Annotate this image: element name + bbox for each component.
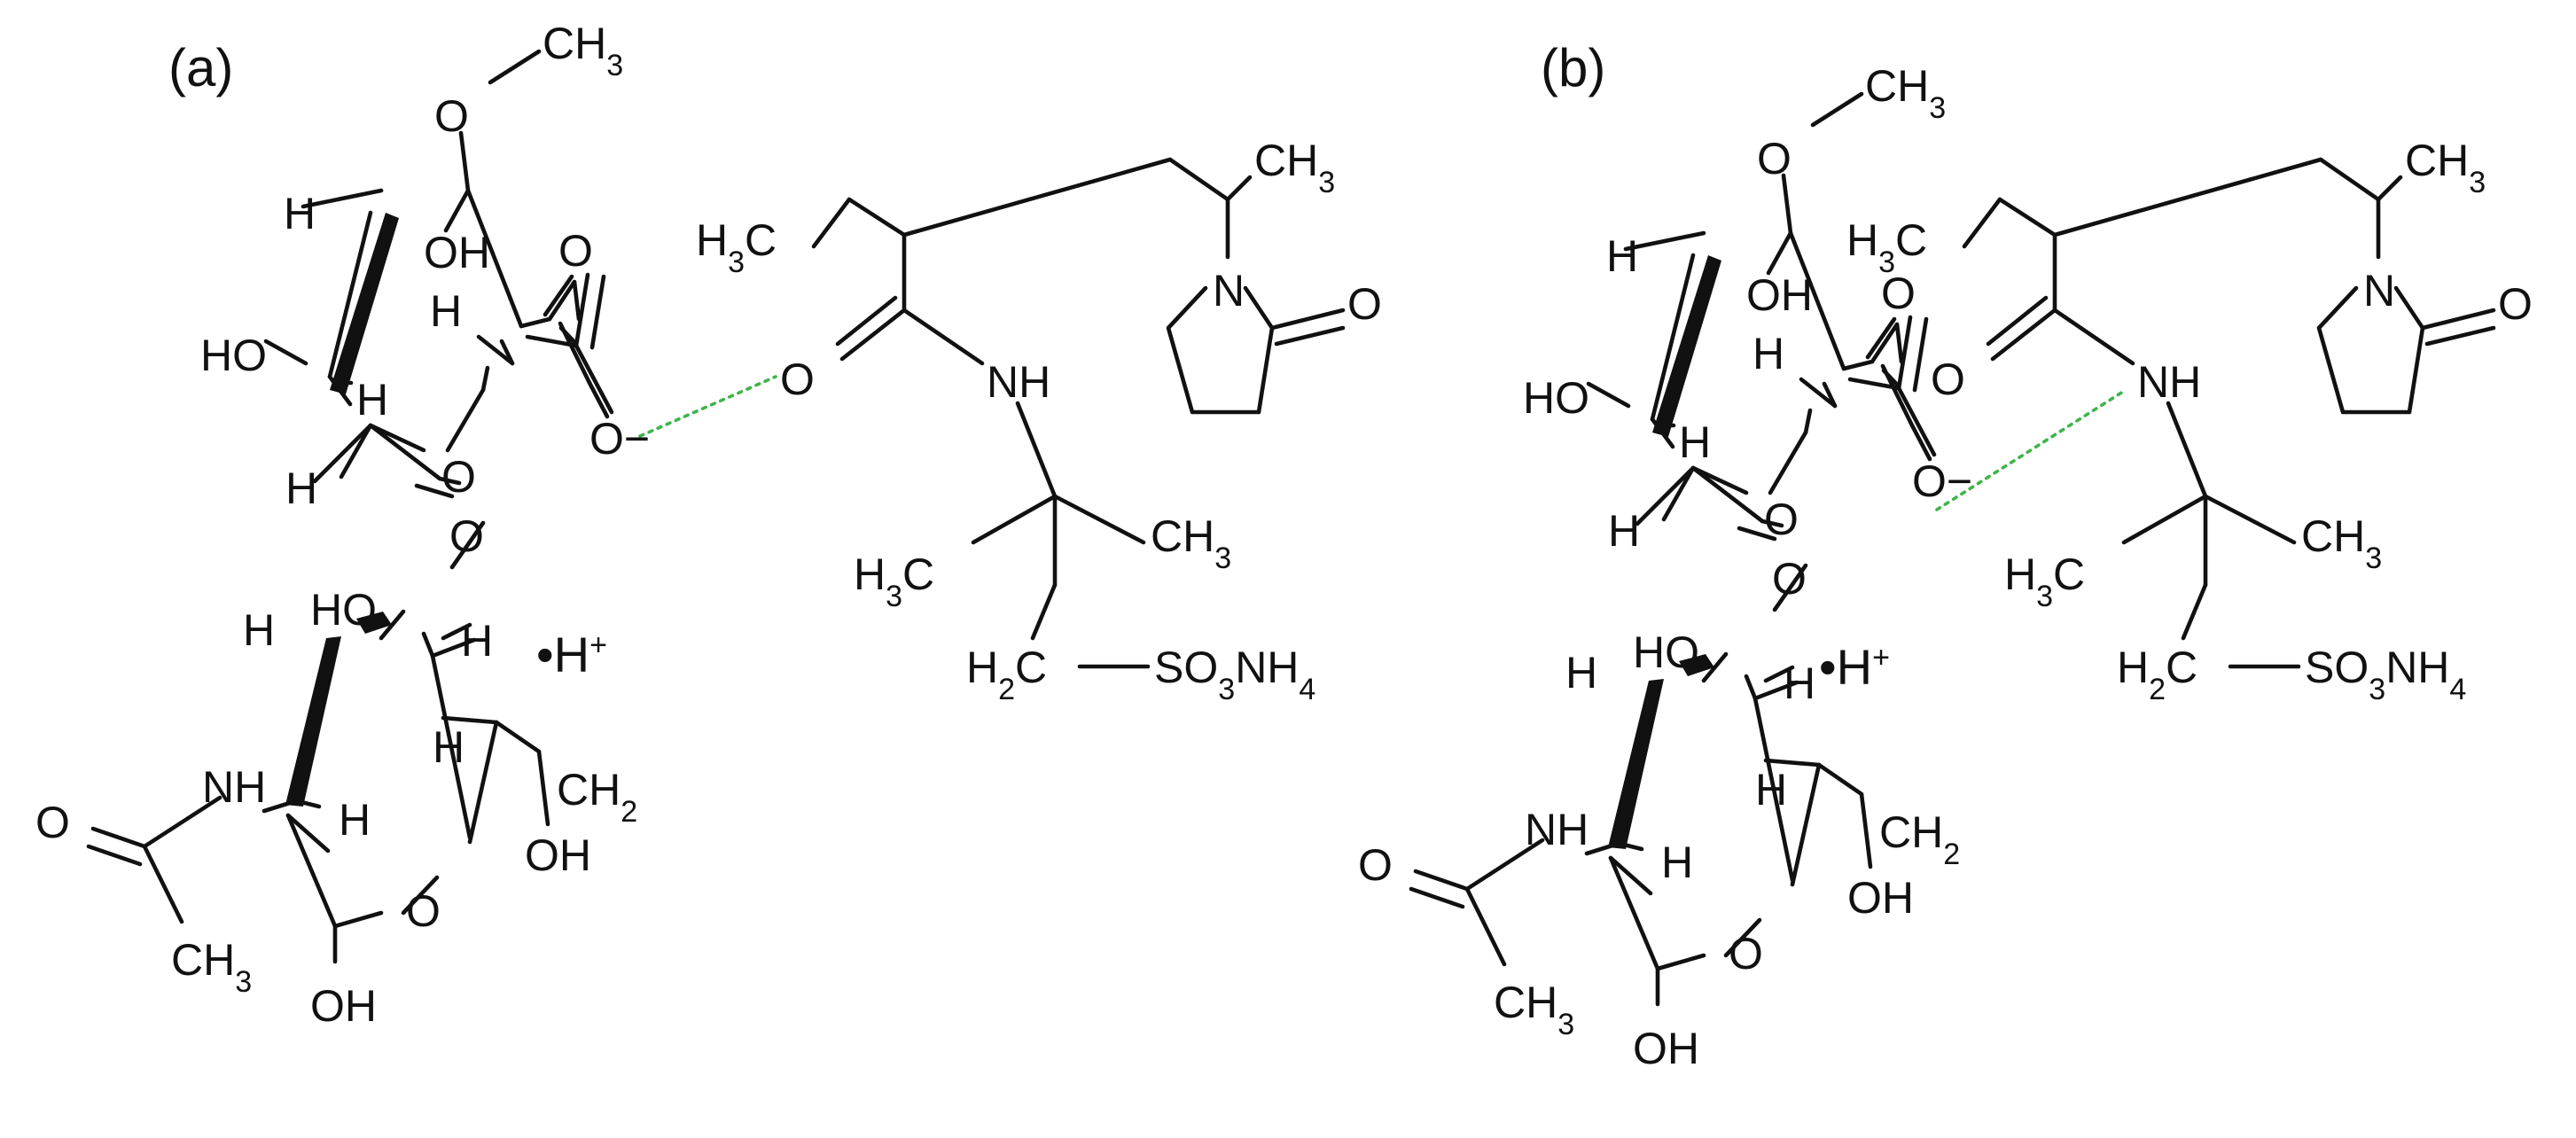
atom-o-minus: O− (589, 414, 650, 464)
wedge-bonds (285, 213, 399, 807)
atom-o-ome: O (434, 91, 469, 141)
atom-h-anomeric: H (1608, 506, 1640, 556)
atom-n-pyrr: N (1213, 266, 1245, 316)
atom-h-c2: H (430, 286, 462, 336)
atom-o-glycosidic: O (1772, 554, 1807, 604)
atom-o-ring1: O (441, 452, 476, 502)
atom-so3nh4: SO3NH4 (2305, 643, 2466, 706)
atom-ch3-pendant: CH3 (1254, 136, 1335, 199)
atom-h-left-lower: H (1565, 648, 1597, 698)
atom-h-cch2: H (433, 722, 464, 772)
atom-nh-amide: NH (1525, 805, 1589, 854)
panel-label: (b) (1541, 38, 1605, 97)
atom-h-c3: H (1679, 417, 1711, 467)
sugar-group-b: CH3 O OH H O H HO H O O− H O HO H H H CH… (1358, 61, 1972, 1073)
atom-h-right-lower: H (1784, 659, 1815, 708)
atom-h-c2: H (1752, 329, 1784, 378)
atom-oh-bottom: OH (1633, 1024, 1699, 1073)
panel-b: (b) (1358, 38, 2533, 1073)
atom-labels: H3C CH3 N O O NH H3C CH3 H2C SO3NH4 (1846, 136, 2533, 706)
atom-o-carbonyl-acid: O (1881, 269, 1916, 318)
atom-oh-ch2: OH (525, 830, 591, 880)
atom-h-top: H (1606, 231, 1638, 281)
atom-h2c-amps: H2C (2117, 643, 2197, 706)
hydrogen-bond (638, 375, 777, 438)
polymer-group-b: H3C CH3 N O O NH H3C CH3 H2C SO3NH4 (1846, 136, 2533, 706)
atom-o-acetyl: O (35, 798, 70, 847)
atom-ch3-ome: CH3 (1865, 61, 1946, 125)
atom-ho-ring: HO (1523, 373, 1589, 423)
atom-h-cch2: H (1755, 765, 1787, 815)
hydrogen-bond (1935, 388, 2127, 511)
atom-nh-amps: NH (987, 357, 1050, 407)
atom-oh-ring: OH (424, 228, 490, 277)
atom-ch3-acetyl: CH3 (1494, 978, 1574, 1041)
atom-o-amide: O (780, 355, 815, 404)
atom-ch3-pendant: CH3 (2405, 136, 2486, 199)
atom-h2c-amps: H2C (966, 643, 1047, 706)
atom-o-pyrr: O (2498, 279, 2533, 329)
atom-h-plus: •H+ (536, 627, 607, 682)
atom-ch3-acetyl: CH3 (171, 935, 252, 999)
atom-ho-lower: HO (1633, 627, 1699, 677)
atom-ch3-ome: CH3 (543, 19, 623, 82)
atom-h3c-ethyl: H3C (696, 215, 777, 279)
atom-ch2: CH2 (1879, 807, 1960, 871)
atom-o-ome: O (1757, 134, 1791, 183)
atom-o-carbonyl-acid: O (558, 226, 593, 276)
polymer-bonds (811, 157, 1346, 669)
atom-o-acetyl: O (1358, 840, 1393, 890)
atom-o-ring2: O (406, 886, 441, 936)
atom-o-pyrr: O (1347, 279, 1382, 329)
atom-h-plus: •H+ (1819, 639, 1890, 695)
atom-o-ring1: O (1764, 495, 1799, 544)
atom-ch3-amps: CH3 (1151, 511, 1231, 575)
atom-h3c-amps: H3C (2004, 550, 2085, 613)
atom-labels: CH3 O OH H O H HO H O O− H O HO H H H CH… (1358, 61, 1972, 1073)
atom-h-anomeric: H (285, 464, 317, 513)
atom-h-top: H (284, 189, 316, 238)
panel-a: (a) (35, 19, 1382, 1031)
atom-oh-bottom: OH (310, 981, 377, 1031)
atom-ho-ring: HO (200, 331, 267, 380)
atom-h-nh: H (339, 795, 371, 845)
atom-h-left-lower: H (243, 605, 275, 655)
atom-labels: CH3 O OH H O H HO H O O− H O HO H H H CH… (35, 19, 1382, 1031)
atom-o-minus: O− (1912, 456, 1972, 506)
atom-h-c3: H (356, 375, 388, 425)
atom-ch3-amps: CH3 (2301, 511, 2382, 575)
atom-ch2: CH2 (557, 765, 637, 829)
panel-label: (a) (168, 38, 233, 97)
atom-oh-ch2: OH (1847, 873, 1914, 923)
atom-h3c-ethyl: H3C (1846, 215, 1927, 279)
atom-n-pyrr: N (2363, 266, 2395, 316)
atom-h3c-amps: H3C (854, 550, 934, 613)
polymer-bonds (1962, 157, 2496, 669)
atom-nh-amide: NH (202, 762, 266, 812)
atom-h-right-lower: H (461, 616, 493, 666)
atom-o-ring2: O (1729, 929, 1763, 978)
atom-o-glycosidic: O (449, 511, 484, 561)
atom-oh-ring: OH (1746, 270, 1813, 320)
atom-so3nh4: SO3NH4 (1154, 643, 1315, 706)
sugar-bonds (86, 49, 614, 964)
atom-nh-amps: NH (2137, 357, 2201, 407)
wedge-bonds (1608, 255, 1721, 849)
atom-ho-lower: HO (310, 585, 377, 635)
atom-h-nh: H (1661, 838, 1693, 887)
atom-o-amide: O (1931, 355, 1965, 404)
